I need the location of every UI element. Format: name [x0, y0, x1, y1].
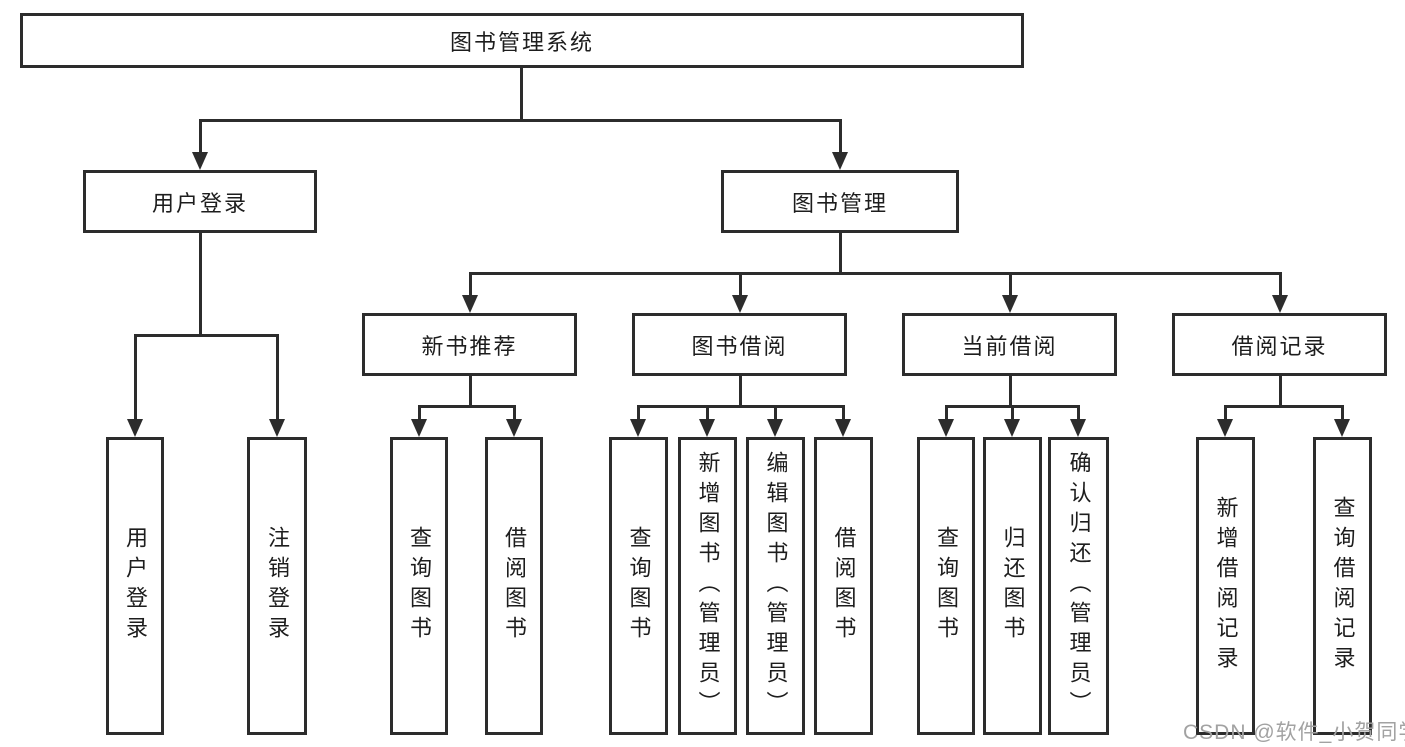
connector-line: [637, 405, 844, 408]
leaf-add-book-admin: 新增图书（管理员）: [678, 437, 737, 735]
arrow-down-icon: [732, 295, 748, 313]
leaf-query-borrow-record: 查询借阅记录: [1313, 437, 1372, 735]
connector-line: [276, 334, 279, 421]
connector-line: [134, 334, 278, 337]
connector-line: [469, 272, 472, 299]
connector-line: [774, 405, 777, 421]
arrow-down-icon: [1217, 419, 1233, 437]
arrow-down-icon: [699, 419, 715, 437]
connector-line: [199, 119, 202, 156]
connector-line: [418, 405, 421, 421]
node-borrowing-records: 借阅记录: [1172, 313, 1387, 376]
arrow-down-icon: [1272, 295, 1288, 313]
connector-line: [739, 272, 742, 299]
connector-line: [1279, 376, 1282, 408]
connector-line: [1224, 405, 1227, 421]
node-new-book-recommend: 新书推荐: [362, 313, 577, 376]
arrow-down-icon: [630, 419, 646, 437]
leaf-add-borrow-record: 新增借阅记录: [1196, 437, 1255, 735]
connector-line: [842, 405, 845, 421]
leaf-edit-book-admin: 编辑图书（管理员）: [746, 437, 805, 735]
leaf-confirm-return-admin: 确认归还（管理员）: [1048, 437, 1109, 735]
connector-line: [469, 272, 1281, 275]
leaf-logout-login: 注销登录: [247, 437, 307, 735]
node-user-login: 用户登录: [83, 170, 317, 233]
leaf-borrow-books-recommend: 借阅图书: [485, 437, 543, 735]
connector-line: [1279, 272, 1282, 299]
connector-line: [1224, 405, 1343, 408]
leaf-query-books-current: 查询图书: [917, 437, 975, 735]
arrow-down-icon: [1002, 295, 1018, 313]
arrow-down-icon: [1004, 419, 1020, 437]
connector-line: [134, 334, 137, 421]
connector-line: [1341, 405, 1344, 421]
connector-line: [199, 119, 841, 122]
connector-line: [513, 405, 516, 421]
connector-line: [706, 405, 709, 421]
connector-line: [637, 405, 640, 421]
node-book-management: 图书管理: [721, 170, 959, 233]
node-current-borrowing: 当前借阅: [902, 313, 1117, 376]
arrow-down-icon: [127, 419, 143, 437]
arrow-down-icon: [767, 419, 783, 437]
arrow-down-icon: [835, 419, 851, 437]
connector-line: [520, 68, 523, 121]
arrow-down-icon: [506, 419, 522, 437]
watermark: CSDN @软件_小贺同学: [1183, 721, 1405, 744]
connector-line: [839, 119, 842, 156]
node-book-borrowing: 图书借阅: [632, 313, 847, 376]
connector-line: [839, 233, 842, 274]
arrow-down-icon: [192, 152, 208, 170]
arrow-down-icon: [411, 419, 427, 437]
leaf-return-books: 归还图书: [983, 437, 1042, 735]
connector-line: [469, 376, 472, 408]
connector-line: [418, 405, 515, 408]
arrow-down-icon: [938, 419, 954, 437]
connector-line: [739, 376, 742, 408]
leaf-user-login: 用户登录: [106, 437, 164, 735]
connector-line: [1077, 405, 1080, 421]
connector-line: [1009, 272, 1012, 299]
leaf-borrow-books-borrowing: 借阅图书: [814, 437, 873, 735]
node-library-system: 图书管理系统: [20, 13, 1024, 68]
connector-line: [199, 233, 202, 336]
arrow-down-icon: [269, 419, 285, 437]
connector-line: [945, 405, 948, 421]
connector-line: [1009, 376, 1012, 408]
leaf-query-books-recommend: 查询图书: [390, 437, 448, 735]
leaf-query-books-borrowing: 查询图书: [609, 437, 668, 735]
arrow-down-icon: [1070, 419, 1086, 437]
arrow-down-icon: [832, 152, 848, 170]
arrow-down-icon: [462, 295, 478, 313]
arrow-down-icon: [1334, 419, 1350, 437]
connector-line: [1011, 405, 1014, 421]
